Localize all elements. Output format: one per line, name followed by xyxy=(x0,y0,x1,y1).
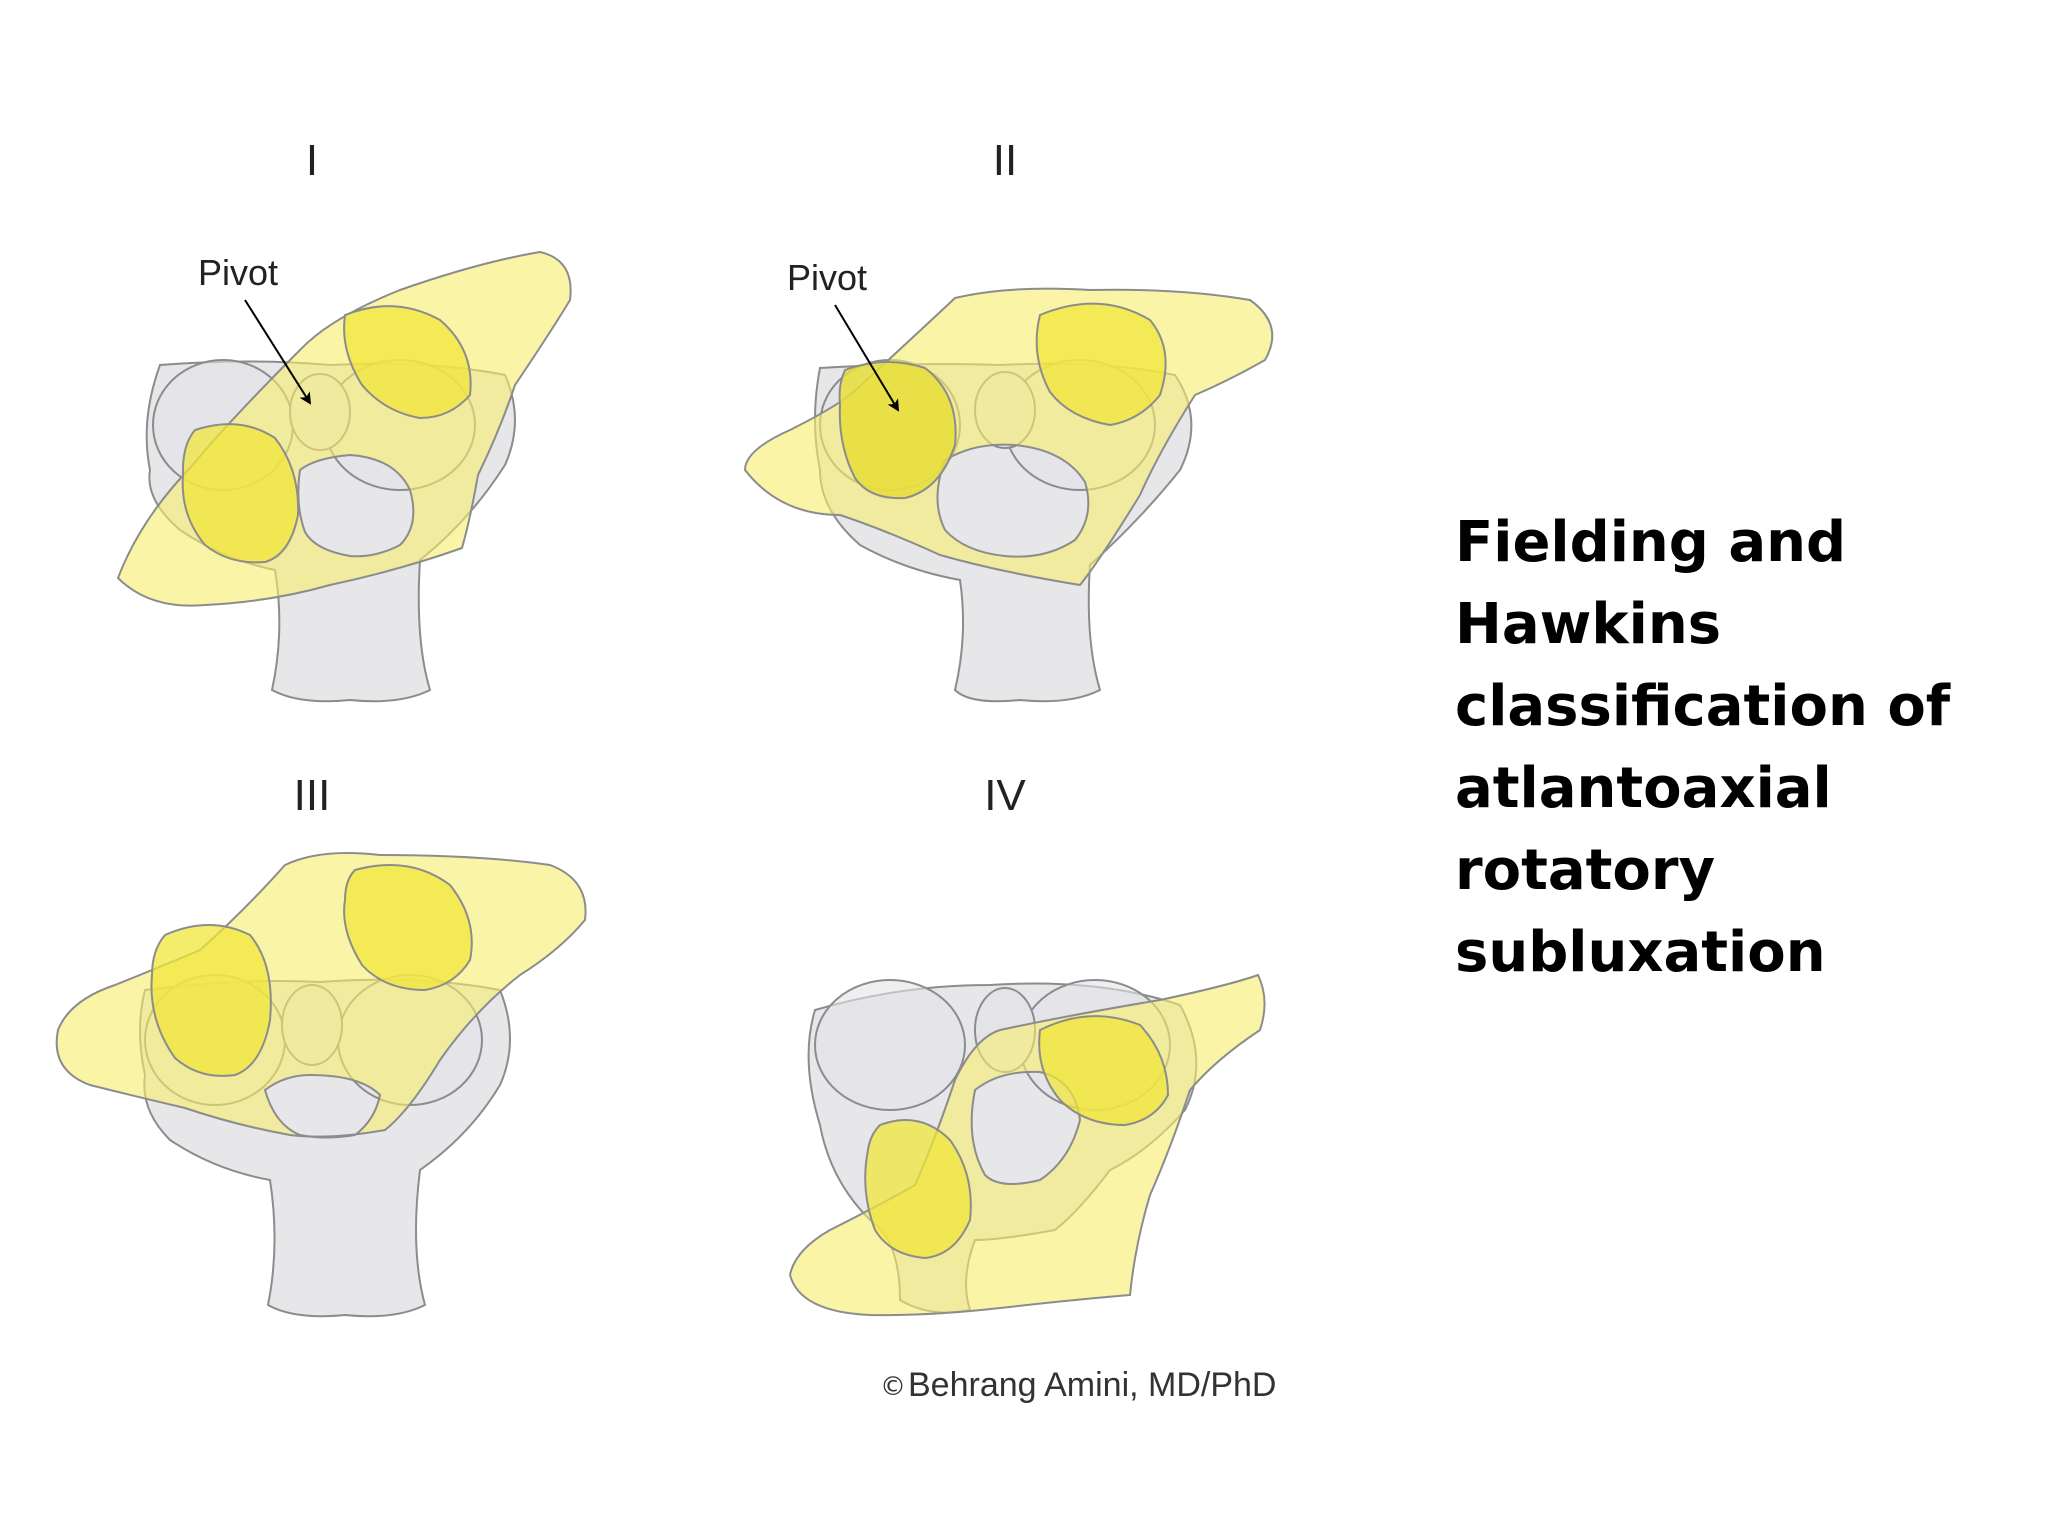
title-line: subluxation xyxy=(1455,920,1826,985)
panel-label-i: I xyxy=(306,136,318,185)
title-line: classification of xyxy=(1455,674,1951,739)
panel-label-ii: II xyxy=(993,136,1017,185)
pivot-arrow-i xyxy=(244,299,312,405)
atlas-vertebra-iv xyxy=(788,973,1266,1317)
panel-ii: II Pivot xyxy=(743,136,1274,703)
title-line: Hawkins xyxy=(1455,592,1722,657)
title-line: rotatory xyxy=(1455,838,1716,903)
atlas-vertebra-ii xyxy=(743,287,1274,587)
copyright-icon: © xyxy=(880,1372,906,1402)
panel-label-iii: III xyxy=(294,771,331,820)
pivot-label-ii: Pivot xyxy=(787,257,867,298)
figure-title: Fielding and Hawkins classification of a… xyxy=(1455,502,1975,994)
title-line: atlantoaxial xyxy=(1455,756,1832,821)
credit-text: Behrang Amini, MD/PhD xyxy=(908,1366,1277,1404)
pivot-label-i: Pivot xyxy=(198,252,278,293)
panel-i: I Pivot xyxy=(116,136,572,703)
pivot-arrow-ii xyxy=(834,304,900,412)
panel-label-iv: IV xyxy=(984,771,1026,820)
atlas-vertebra-iii xyxy=(55,851,587,1139)
atlas-vertebra-i xyxy=(116,250,572,607)
panel-iii: III xyxy=(55,771,587,1318)
credit: © Behrang Amini, MD/PhD xyxy=(880,1366,1277,1404)
panel-iv: IV xyxy=(788,771,1266,1317)
title-line: Fielding and xyxy=(1455,510,1847,575)
